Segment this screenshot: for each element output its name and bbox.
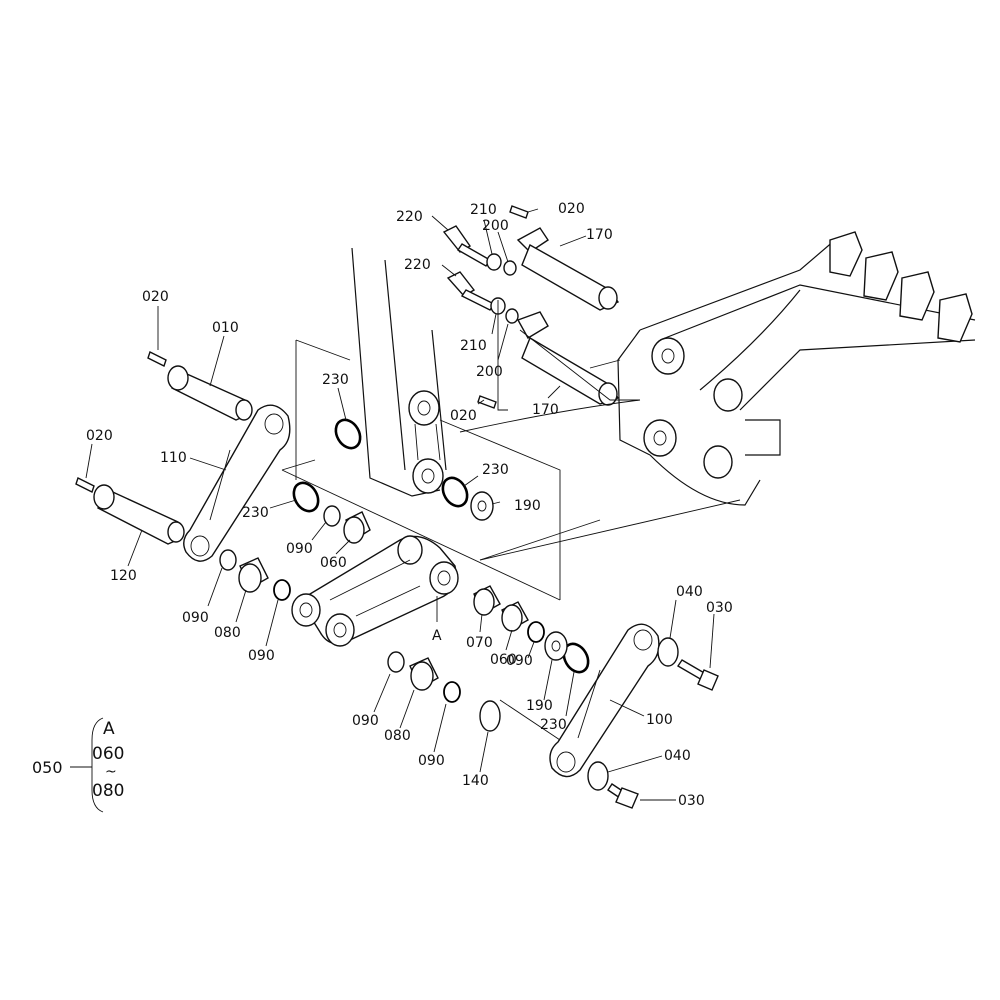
callout-230-upper: 230 [322,372,349,388]
bucket-teeth [829,231,973,343]
callout-170-top: 170 [586,227,613,243]
pin-170-lower [516,311,620,406]
washer-140 [479,700,501,732]
callout-020-top: 020 [558,201,585,217]
spacer-090-b [219,549,237,571]
bushing-080-a [238,557,269,593]
grease-fitting-020-mid [477,395,497,409]
callout-140: 140 [462,773,489,789]
link-110 [183,404,291,562]
callout-020-left: 020 [86,428,113,444]
callout-020-left-top: 020 [142,289,169,305]
callout-170-mid: 170 [532,402,559,418]
grease-fitting-020-top [509,205,529,219]
callout-230-mid: 230 [482,462,509,478]
callout-030-low: 030 [678,793,705,809]
legend-range-start: 060 [92,744,124,764]
leader-lines [85,208,715,801]
callout-120: 120 [110,568,137,584]
callout-080-a: 080 [214,625,241,641]
pin-120 [75,477,185,545]
callout-110: 110 [160,450,187,466]
legend-range-end: 080 [92,781,124,801]
washer-040-low [587,761,609,791]
bushing-080-b [409,657,439,691]
assembly-legend [70,717,104,813]
legend-assembly-number: 050 [32,758,63,777]
link-100 [549,623,660,778]
washer-190-low [544,631,568,661]
assembly-guide-lines [281,300,741,741]
bolt-030-low [607,783,639,809]
callout-200-mid: 200 [476,364,503,380]
legend-group-label: A [103,719,115,739]
callout-190-low: 190 [526,698,553,714]
spacer-090-d [527,621,545,643]
callout-070: 070 [466,635,493,651]
callout-030-top: 030 [706,600,733,616]
callout-090-f: 090 [418,753,445,769]
pin-170-upper [516,227,620,311]
callout-080-b: 080 [384,728,411,744]
callout-210-mid: 210 [460,338,487,354]
link-a [291,535,459,647]
callout-010: 010 [212,320,239,336]
callout-230-low: 230 [540,717,567,733]
callout-a-marker: A [432,628,442,644]
callout-100: 100 [646,712,673,728]
washer-040-top [657,637,679,667]
spacer-090-c [273,579,291,601]
arm-body [351,247,447,497]
bolt-220-mid [446,271,496,311]
washer-210-upper [486,253,502,271]
callout-060-b: 060 [490,652,517,668]
callout-090-c: 090 [248,648,275,664]
callout-060-a: 060 [320,555,347,571]
callout-210-top: 210 [470,202,497,218]
nut-200-upper [503,260,517,276]
callout-230-left: 230 [242,505,269,521]
pin-010 [147,351,253,421]
callout-090-a: 090 [286,541,313,557]
o-ring-230-left [292,481,320,513]
bushing-060-b [501,601,529,632]
o-ring-230-low [562,642,590,674]
callout-020-mid: 020 [450,408,477,424]
callout-090-d: 090 [506,653,533,669]
bucket [617,231,976,506]
callout-040-low: 040 [664,748,691,764]
callout-090-e: 090 [352,713,379,729]
spacer-090-e [387,651,405,673]
callout-220-mid: 220 [404,257,431,273]
spacer-090-f [443,681,461,703]
bolt-030-top [677,659,719,691]
washer-190-mid [470,491,494,521]
callout-220-top: 220 [396,209,423,225]
spacer-090-a [323,505,341,527]
nut-200-mid [505,308,519,324]
o-ring-230-upper [334,418,362,450]
o-ring-230-mid [441,476,469,508]
bushing-060-a [343,511,371,544]
callout-090-b: 090 [182,610,209,626]
callout-labels: 020 220 210 200 170 220 210 200 020 170 … [32,201,733,809]
callout-190-mid: 190 [514,498,541,514]
bolt-220-upper [442,225,491,267]
bushing-070 [473,585,501,616]
callout-200-top: 200 [482,218,509,234]
callout-040-top: 040 [676,584,703,600]
legend-range-sep: ~ [105,764,117,780]
